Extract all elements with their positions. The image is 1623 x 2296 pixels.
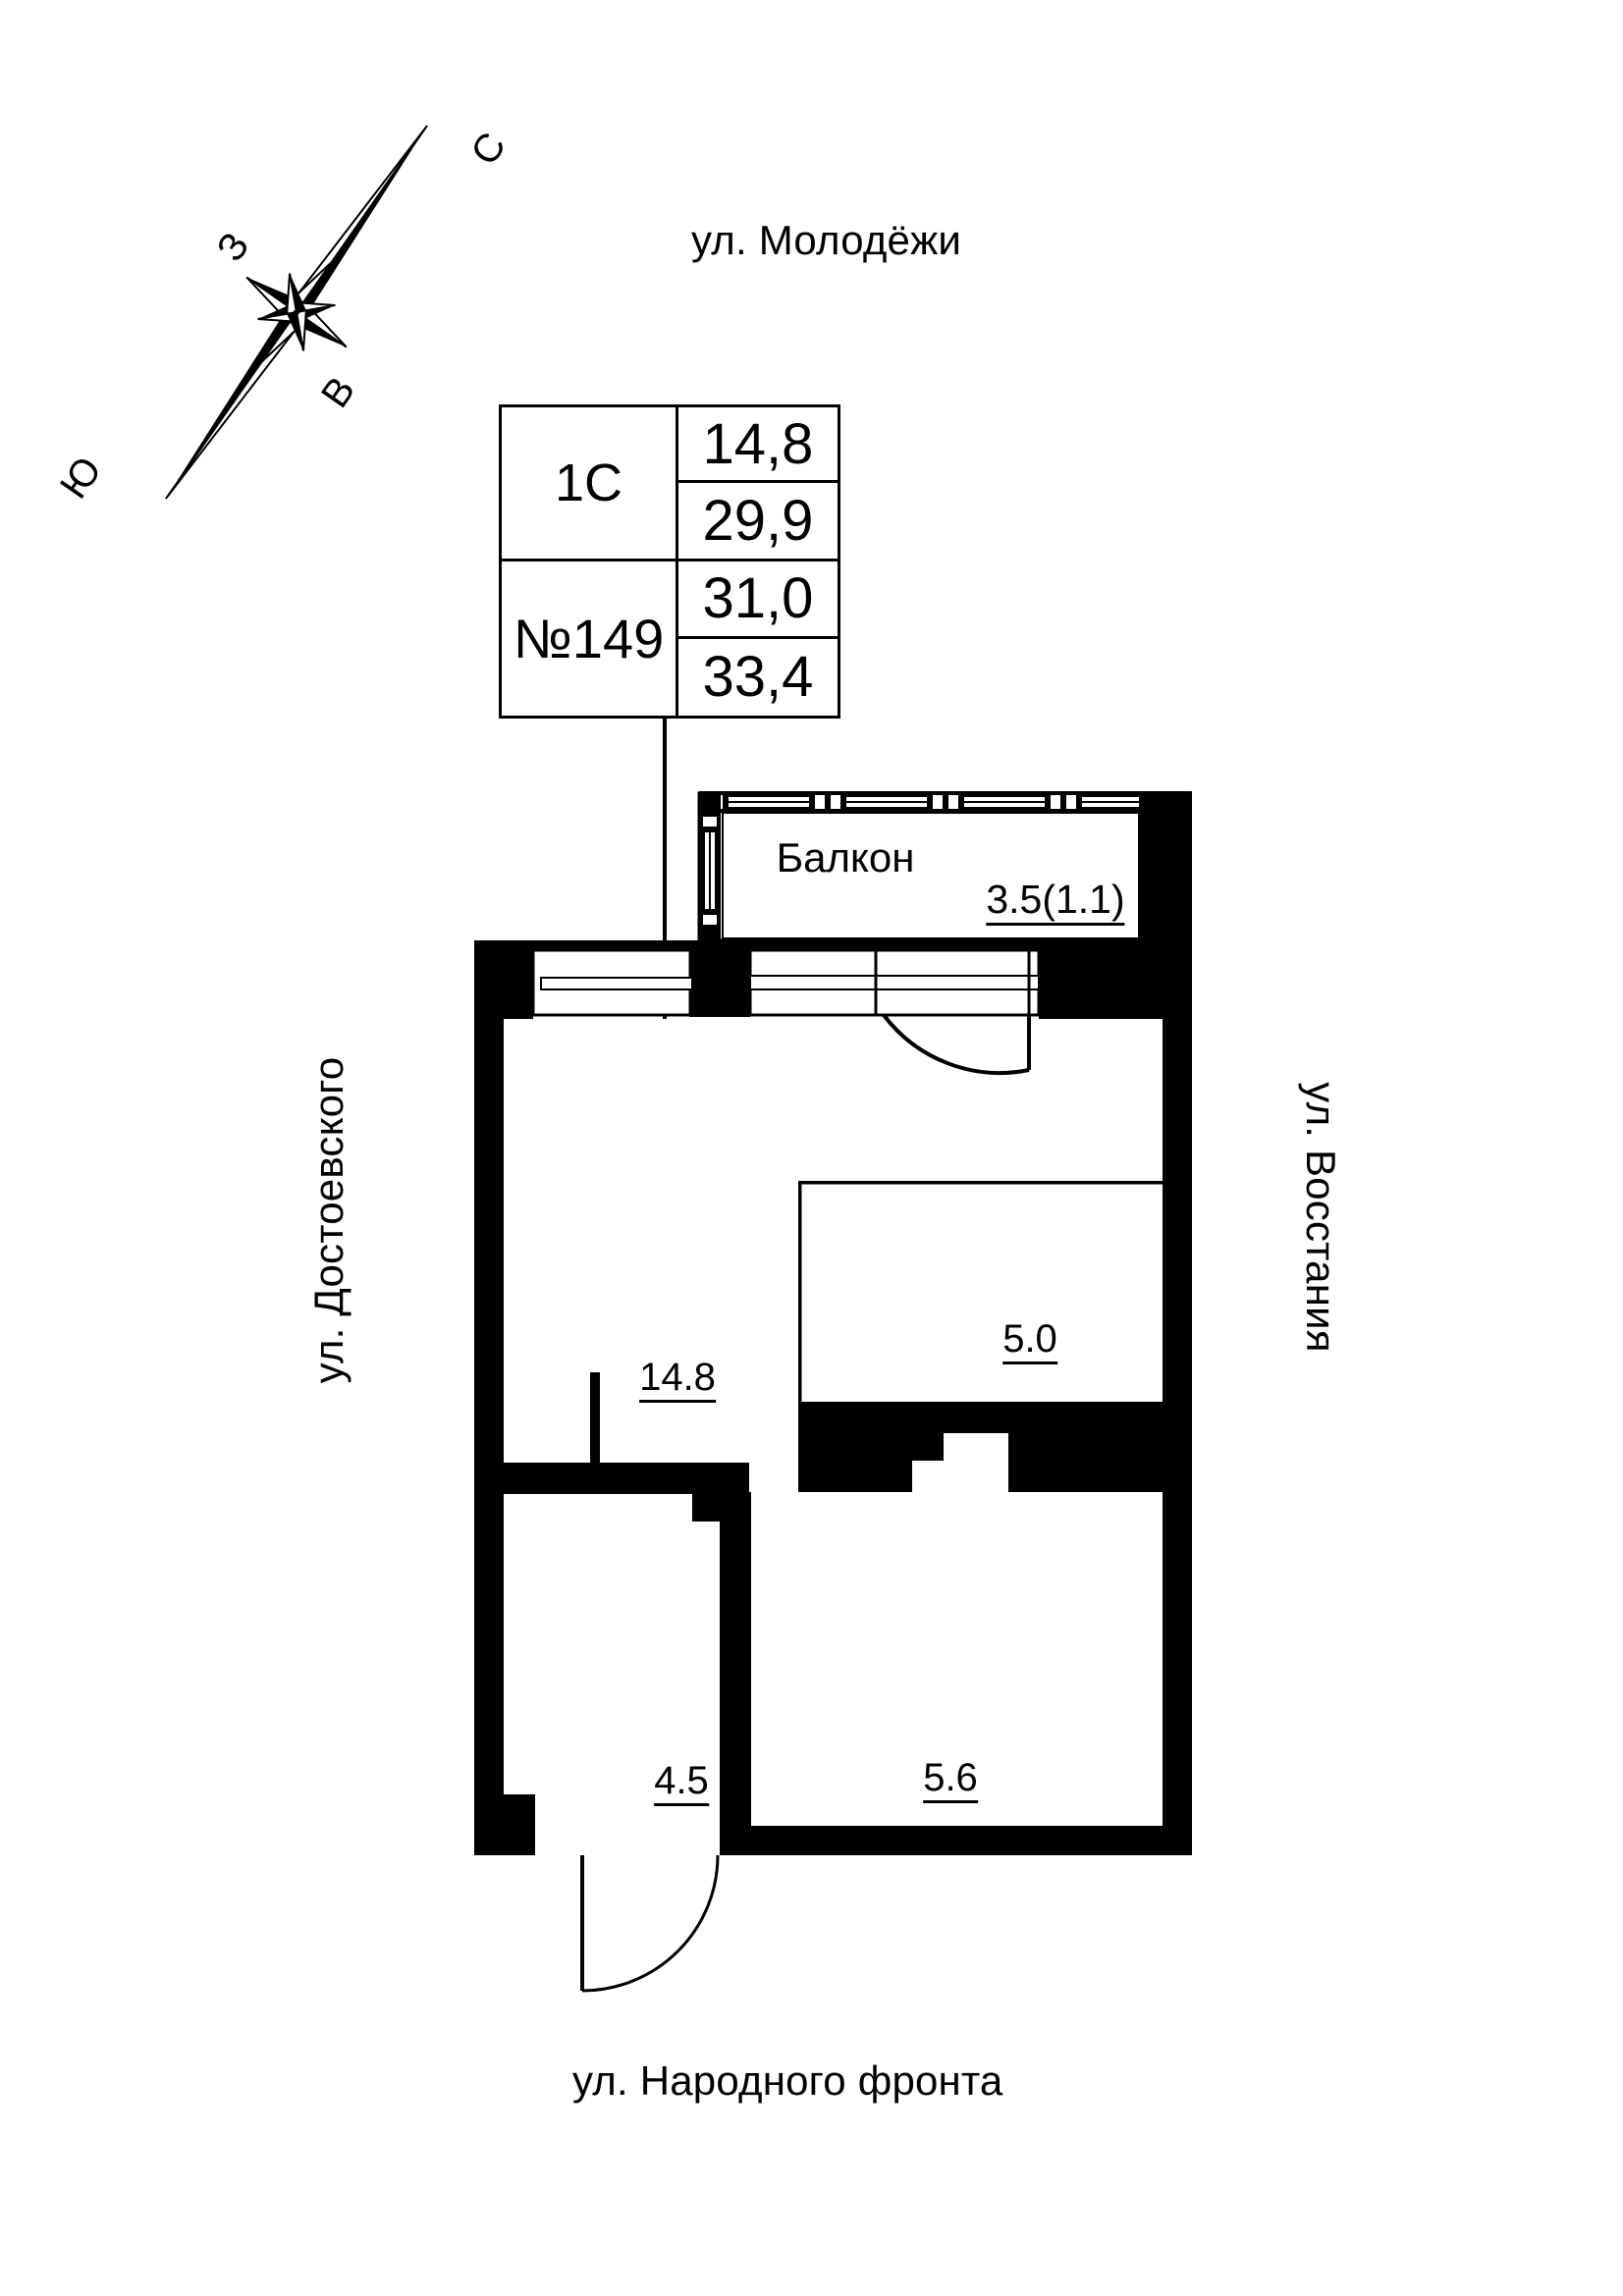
apartment-number-label: №149 bbox=[502, 561, 678, 716]
info-row-type: 1С 14,8 29,9 bbox=[502, 407, 838, 561]
area-with-balcony-coef-value: 31,0 bbox=[678, 561, 838, 639]
street-label-bottom: ул. Народного фронта bbox=[572, 2057, 1003, 2104]
area-living-value: 14,8 bbox=[678, 407, 838, 483]
apartment-info-table: 1С 14,8 29,9 №149 31,0 33,4 bbox=[499, 404, 840, 719]
compass-rose-icon bbox=[165, 125, 428, 500]
outer-wall-redraw bbox=[474, 940, 1192, 1855]
living-room-area-label: 14.8 bbox=[639, 1357, 716, 1403]
info-areas-upper: 14,8 29,9 bbox=[678, 407, 838, 559]
bathroom-area-label: 5.6 bbox=[923, 1757, 978, 1803]
street-label-right: ул. Восстания bbox=[1298, 1082, 1344, 1353]
entrance-door-swing-icon bbox=[580, 1854, 720, 1993]
kitchen-nook-area-label: 5.0 bbox=[1002, 1318, 1057, 1364]
openings-redraw bbox=[531, 938, 1041, 1076]
apartment-type-label: 1С bbox=[502, 407, 678, 559]
street-label-top: ул. Молодёжи bbox=[691, 217, 962, 263]
street-label-left: ул. Достоевского bbox=[305, 1056, 352, 1384]
area-total-no-balcony-value: 29,9 bbox=[702, 489, 814, 553]
room-interior-fills bbox=[504, 1019, 1163, 1826]
balcony-outline bbox=[697, 791, 1192, 942]
area-total-value: 33,4 bbox=[702, 645, 814, 710]
info-row-number: №149 31,0 33,4 bbox=[502, 561, 838, 716]
balcony-area-label: 3.5(1.1) bbox=[986, 878, 1125, 927]
info-areas-lower: 31,0 33,4 bbox=[678, 561, 838, 716]
hall-area-label: 4.5 bbox=[654, 1760, 709, 1806]
balcony-room-label: Балкон bbox=[776, 834, 915, 881]
